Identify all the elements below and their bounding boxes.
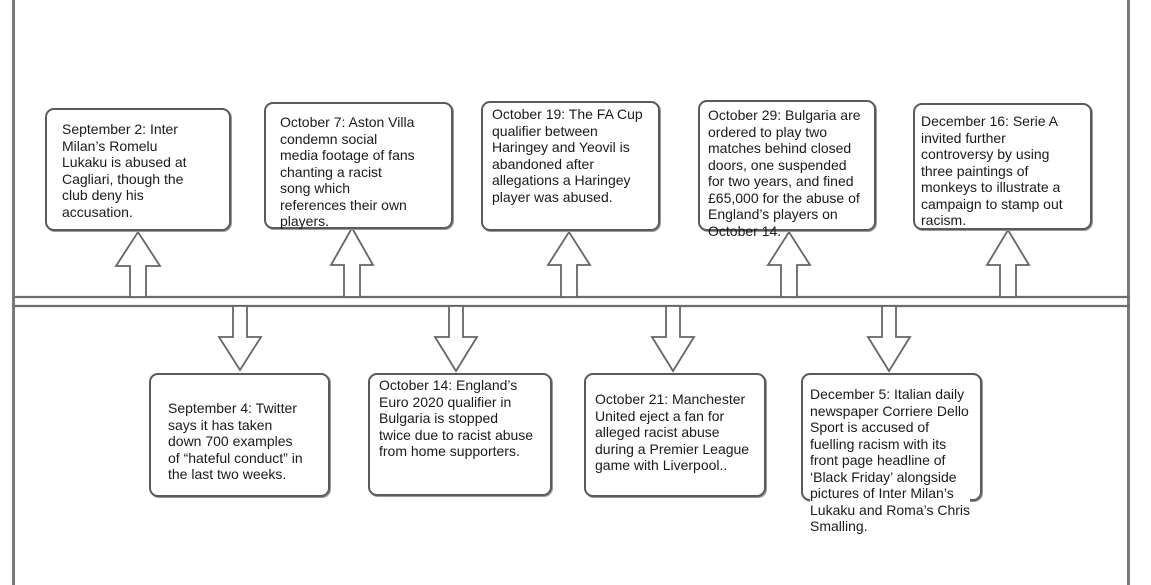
event-box-oct14 (368, 373, 552, 496)
up-arrow-oct19 (546, 230, 592, 298)
event-box-oct29 (698, 100, 876, 231)
event-text-oct14: October 14: England’s Euro 2020 qualifie… (379, 377, 534, 459)
up-arrow-sep2 (114, 230, 162, 298)
down-arrow-dec5 (866, 305, 912, 373)
event-text-sep2: September 2: Inter Milan’s Romelu Lukaku… (62, 121, 187, 220)
event-box-sep4 (149, 373, 330, 497)
event-text-dec5: December 5: Italian daily newspaper Corr… (810, 386, 971, 535)
down-arrow-sep4 (217, 305, 263, 372)
up-arrow-oct29 (766, 230, 812, 298)
up-arrow-oct7 (329, 226, 375, 298)
event-text-oct21: October 21: Manchester United eject a fa… (595, 391, 750, 473)
right-border (1127, 0, 1130, 585)
event-box-oct21 (584, 373, 766, 497)
up-arrow-dec16 (985, 228, 1031, 298)
event-box-sep2 (45, 108, 231, 231)
event-text-dec16: December 16: Serie A invited further con… (921, 113, 1063, 228)
down-arrow-oct21 (650, 305, 696, 373)
left-border (12, 0, 15, 585)
event-text-sep4: September 4: Twitter says it has taken d… (168, 400, 303, 482)
event-text-oct7: October 7: Aston Villa condemn social me… (280, 114, 415, 229)
event-box-dec16 (913, 103, 1092, 230)
event-text-oct29: October 29: Bulgaria are ordered to play… (708, 107, 861, 239)
down-arrow-oct14 (433, 305, 479, 373)
event-text-oct19: October 19: The FA Cup qualifier between… (492, 106, 643, 205)
event-box-oct19 (481, 101, 660, 231)
event-box-oct7 (264, 102, 453, 229)
